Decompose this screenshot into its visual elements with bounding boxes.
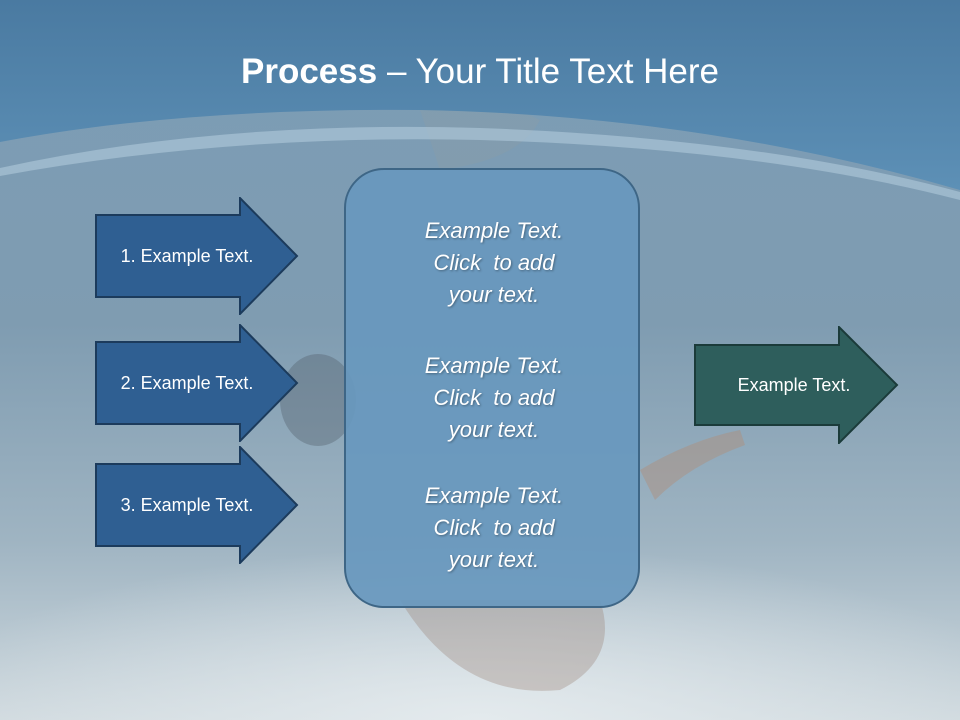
center-item-1[interactable]: Example Text. Click to add your text. <box>346 215 642 311</box>
input-arrow-3[interactable]: 3. Example Text. <box>95 446 300 564</box>
input-arrow-2-label: 2. Example Text. <box>120 372 254 393</box>
arrow-shape <box>95 446 299 564</box>
input-arrow-1[interactable]: 1. Example Text. <box>95 197 300 315</box>
arrow-shape <box>95 324 299 442</box>
center-process-box[interactable]: Example Text. Click to add your text. Ex… <box>344 168 640 608</box>
center-item-1-line-3: your text. <box>448 282 540 307</box>
output-arrow[interactable]: Example Text. <box>694 326 900 444</box>
center-item-3[interactable]: Example Text. Click to add your text. <box>346 480 642 576</box>
arrow-shape <box>95 197 299 315</box>
title-rest: – Your Title Text Here <box>377 52 719 91</box>
input-arrow-1-label: 1. Example Text. <box>120 245 254 266</box>
title-bold: Process <box>241 52 378 91</box>
center-item-3-line-1: Example Text. <box>424 483 564 508</box>
input-arrow-3-label: 3. Example Text. <box>120 494 254 515</box>
center-item-1-line-1: Example Text. <box>424 218 564 243</box>
header-band <box>0 0 960 200</box>
center-item-2[interactable]: Example Text. Click to add your text. <box>346 350 642 446</box>
arrow-shape <box>694 326 899 444</box>
input-arrow-2[interactable]: 2. Example Text. <box>95 324 300 442</box>
output-arrow-label: Example Text. <box>737 374 851 395</box>
center-item-3-line-3: your text. <box>448 547 540 572</box>
center-item-1-line-2: Click to add <box>433 250 555 275</box>
center-item-3-line-2: Click to add <box>433 515 555 540</box>
center-item-2-line-1: Example Text. <box>424 353 564 378</box>
center-item-2-line-3: your text. <box>448 417 540 442</box>
slide-title: Process – Your Title Text Here <box>0 52 960 92</box>
center-item-2-line-2: Click to add <box>433 385 555 410</box>
